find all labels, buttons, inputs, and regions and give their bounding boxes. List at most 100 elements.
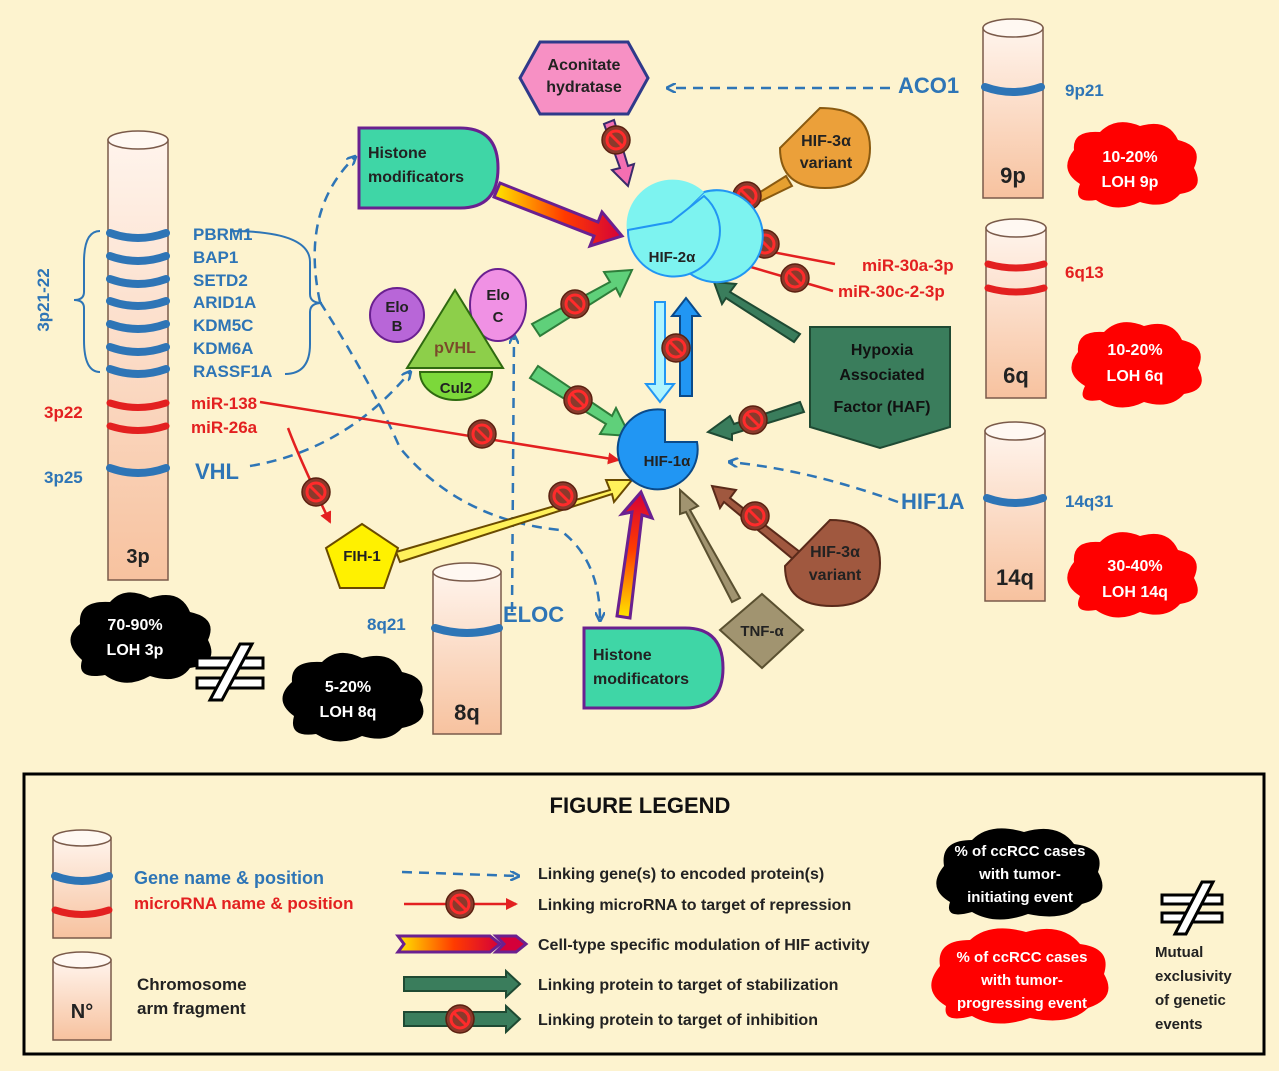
chromosome-14q: 14q (983, 421, 1047, 602)
loh-9p-cloud: 10-20% LOH 9p (1067, 122, 1198, 208)
svg-text:hydratase: hydratase (546, 79, 622, 96)
brace-left (73, 230, 101, 373)
mirna-30a-3p: miR-30a-3p (862, 256, 954, 275)
svg-text:HIF-3α: HIF-3α (801, 133, 851, 150)
svg-text:TNF-α: TNF-α (740, 623, 784, 640)
inhibition-icon (300, 476, 332, 508)
hif3a-variant-top: HIF-3α variant (778, 106, 872, 190)
svg-text:Aconitate: Aconitate (548, 57, 621, 74)
svg-text:with tumor-: with tumor- (980, 972, 1063, 989)
hif-1a: HIF-1α (616, 408, 699, 491)
legend-arrow-stab-label: Linking protein to target of stabilizati… (538, 977, 838, 994)
svg-text:Associated: Associated (839, 367, 924, 384)
gene-pbrm1: PBRM1 (193, 225, 253, 244)
legend-arrow-celltype-label: Cell-type specific modulation of HIF act… (538, 937, 870, 954)
not-equal-icon (195, 642, 265, 702)
inhibition-icon (739, 500, 771, 532)
aconitate-hydratase: Aconitate hydratase (518, 40, 650, 116)
celltype-arrow-top (492, 181, 625, 249)
inhibition-icon (562, 384, 594, 416)
inhibition-icon (660, 332, 692, 364)
stab-arrow-haf-hif2 (712, 280, 802, 344)
inhibition-icon (547, 480, 579, 512)
legend-chrom-label-2: arm fragment (137, 999, 246, 1018)
svg-text:C: C (493, 309, 504, 326)
chrom-14q-label: 14q (996, 565, 1034, 590)
svg-text:10-20%: 10-20% (1107, 342, 1162, 359)
gene-protein-links (249, 88, 899, 620)
svg-text:Histone: Histone (368, 145, 427, 162)
band-6q13: 6q13 (1065, 263, 1104, 282)
svg-text:LOH 14q: LOH 14q (1102, 584, 1168, 601)
conversion-arrow-down (643, 301, 677, 404)
legend-red-cloud: % of ccRCC cases with tumor- progressing… (931, 928, 1109, 1024)
svg-text:Histone: Histone (593, 647, 652, 664)
svg-text:30-40%: 30-40% (1107, 558, 1162, 575)
svg-text:% of ccRCC cases: % of ccRCC cases (957, 949, 1088, 966)
legend-arrow-celltype (395, 934, 503, 954)
fih-1: FIH-1 (324, 522, 400, 589)
legend-arrow-gene (401, 872, 518, 876)
legend-arrow-celltype-tip (492, 934, 529, 954)
chrom-8q-label: 8q (454, 700, 480, 725)
loh-6q-cloud: 10-20% LOH 6q (1071, 322, 1202, 408)
legend-mirna-name: microRNA name & position (134, 894, 353, 913)
hif-2a: HIF-2α (626, 179, 764, 284)
inhib-arrow-fih1 (394, 479, 635, 564)
svg-text:progressing event: progressing event (957, 995, 1087, 1012)
gene-aco1: ACO1 (898, 73, 959, 98)
stab-arrow-tnfa (679, 487, 742, 604)
histone-modificators-bottom: Histone modificators (582, 626, 725, 710)
svg-text:10-20%: 10-20% (1102, 149, 1157, 166)
legend-chromosome-arm: N° (52, 951, 112, 1041)
gene-kdm6a: KDM6A (193, 339, 253, 358)
legend-title: FIGURE LEGEND (550, 793, 731, 818)
svg-text:Elo: Elo (385, 299, 408, 316)
svg-text:modificators: modificators (593, 671, 689, 688)
legend-arrow-gene-label: Linking gene(s) to encoded protein(s) (538, 866, 824, 883)
inhibition-icon (444, 1003, 476, 1035)
svg-text:B: B (392, 318, 403, 335)
inhibition-icon (779, 262, 811, 294)
loh-14q-cloud: 30-40% LOH 14q (1067, 532, 1198, 618)
chromosome-6q: 6q (984, 218, 1048, 399)
legend-chrom-label-1: Chromosome (137, 975, 247, 994)
inhibition-icon (444, 888, 476, 920)
elob: Elo B (369, 287, 425, 343)
inhibition-icon (466, 418, 498, 450)
band-8q21: 8q21 (367, 615, 406, 634)
gene-hif1a: HIF1A (901, 489, 965, 514)
legend-black-cloud: % of ccRCC cases with tumor- initiating … (936, 828, 1103, 920)
loh-3p-cloud: 70-90% LOH 3p (70, 592, 212, 683)
loh-8q-cloud: 5-20% LOH 8q (282, 652, 424, 742)
band-3p25: 3p25 (44, 468, 83, 487)
legend-mutual-4: events (1155, 1016, 1203, 1033)
region-3p21-22: 3p21-22 (34, 268, 53, 331)
eloc-protein: Elo C (469, 268, 527, 342)
svg-text:Elo: Elo (486, 287, 509, 304)
legend-arrow-mirna-label: Linking microRNA to target of repression (538, 897, 851, 914)
band-14q31: 14q31 (1065, 492, 1113, 511)
svg-text:HIF-3α: HIF-3α (810, 544, 860, 561)
svg-text:with tumor-: with tumor- (978, 866, 1061, 883)
svg-text:FIH-1: FIH-1 (343, 548, 381, 565)
hif3a-variant-bottom: HIF-3α variant (783, 518, 882, 608)
histone-modificators-top: Histone modificators (357, 126, 500, 210)
svg-text:LOH 9p: LOH 9p (1102, 174, 1159, 191)
legend-arrow-stab (403, 968, 522, 1000)
inhibition-icon (559, 288, 591, 320)
svg-text:LOH 6q: LOH 6q (1107, 368, 1164, 385)
svg-text:variant: variant (800, 155, 853, 172)
svg-text:Factor (HAF): Factor (HAF) (834, 399, 931, 416)
gene-vhl: VHL (195, 459, 239, 484)
legend-arrow-inhib-label: Linking protein to target of inhibition (538, 1012, 818, 1029)
svg-text:initiating event: initiating event (967, 889, 1073, 906)
svg-text:modificators: modificators (368, 169, 464, 186)
legend-gene-name: Gene name & position (134, 868, 324, 888)
cul2: Cul2 (418, 371, 494, 401)
svg-text:% of ccRCC cases: % of ccRCC cases (955, 843, 1086, 860)
gene-kdm5c: KDM5C (193, 316, 253, 335)
svg-text:LOH 8q: LOH 8q (320, 704, 377, 721)
celltype-arrow-bottom (615, 489, 655, 620)
legend-mutual-1: Mutual (1155, 944, 1203, 961)
